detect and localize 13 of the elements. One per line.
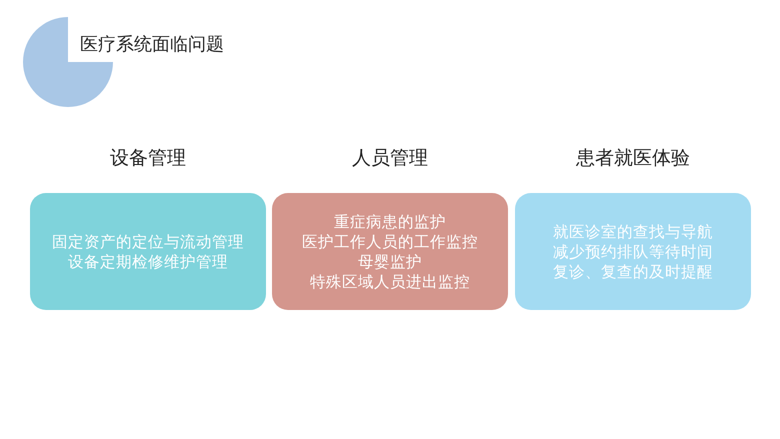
- card-text: 复诊、复查的及时提醒: [553, 262, 713, 282]
- card-text: 就医诊室的查找与导航: [553, 222, 713, 242]
- card-text: 医护工作人员的工作监控: [302, 232, 478, 252]
- column-heading: 设备管理: [109, 146, 187, 171]
- card-text: 重症病患的监护: [334, 212, 446, 232]
- title: 医疗系统面临问题: [80, 33, 224, 57]
- card-text: 母婴监护: [358, 252, 422, 272]
- column-heading: 人员管理: [351, 146, 429, 171]
- card-text: 减少预约排队等待时间: [553, 242, 713, 262]
- card-text: 固定资产的定位与流动管理: [52, 232, 244, 252]
- card-text: 特殊区域人员进出监控: [310, 272, 470, 292]
- column-heading: 患者就医体验: [575, 146, 691, 171]
- card-text: 设备定期检修维护管理: [68, 252, 228, 272]
